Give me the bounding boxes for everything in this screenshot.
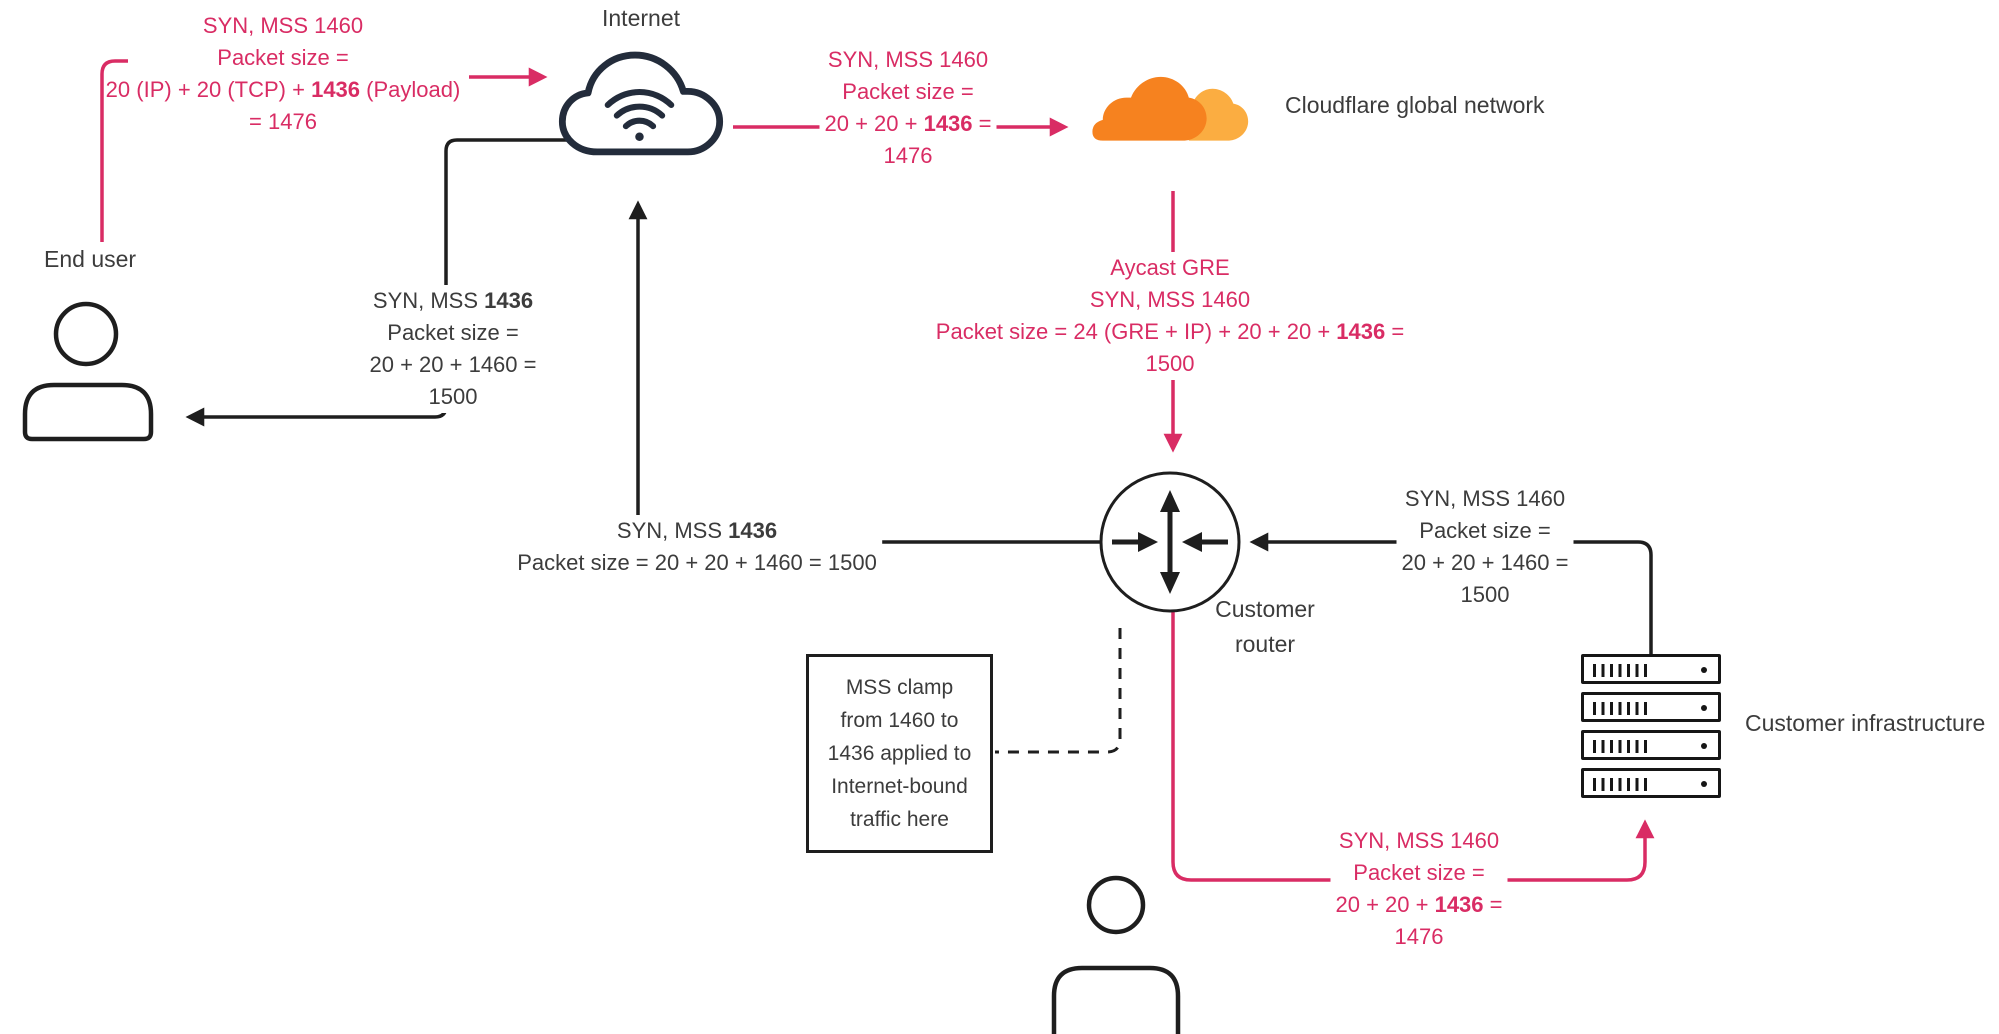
customer-user-icon	[1051, 875, 1181, 1034]
dashed-connector-clamp-note	[995, 628, 1122, 754]
server-led-icon	[1701, 667, 1707, 673]
server-vents-icon	[1593, 664, 1651, 677]
server-vents-icon	[1593, 702, 1651, 715]
cloudflare-logo-icon	[1092, 76, 1249, 141]
server-vents-icon	[1593, 778, 1651, 791]
router-arrows-icon	[1112, 490, 1228, 594]
server-unit	[1581, 768, 1721, 798]
server-rack-icon	[1581, 654, 1721, 806]
server-led-icon	[1701, 781, 1707, 787]
arrow-infrastructure-to-router	[1249, 532, 1653, 657]
customer-router-label-line1: Customer	[1215, 596, 1315, 622]
end-user-label: End user	[44, 246, 137, 272]
cloudflare-label: Cloudflare global network	[1285, 92, 1545, 118]
server-led-icon	[1701, 705, 1707, 711]
customer-infrastructure-label: Customer infrastructure	[1745, 710, 1986, 736]
server-unit	[1581, 654, 1721, 684]
internet-cloud-icon	[558, 51, 724, 156]
arrow-internet-to-user	[185, 138, 572, 427]
wifi-signal-icon	[604, 89, 675, 130]
internet-label: Internet	[602, 5, 680, 31]
customer-router-icon	[1099, 471, 1241, 613]
server-unit	[1581, 692, 1721, 722]
arrow-user-to-internet-stem	[100, 59, 128, 242]
end-user-icon	[22, 301, 154, 442]
server-vents-icon	[1593, 740, 1651, 753]
customer-router-label-line2: router	[1234, 631, 1296, 657]
customer-router-label: Customer router	[1215, 592, 1315, 662]
server-led-icon	[1701, 743, 1707, 749]
server-unit	[1581, 730, 1721, 760]
wifi-dot-icon	[635, 132, 644, 142]
